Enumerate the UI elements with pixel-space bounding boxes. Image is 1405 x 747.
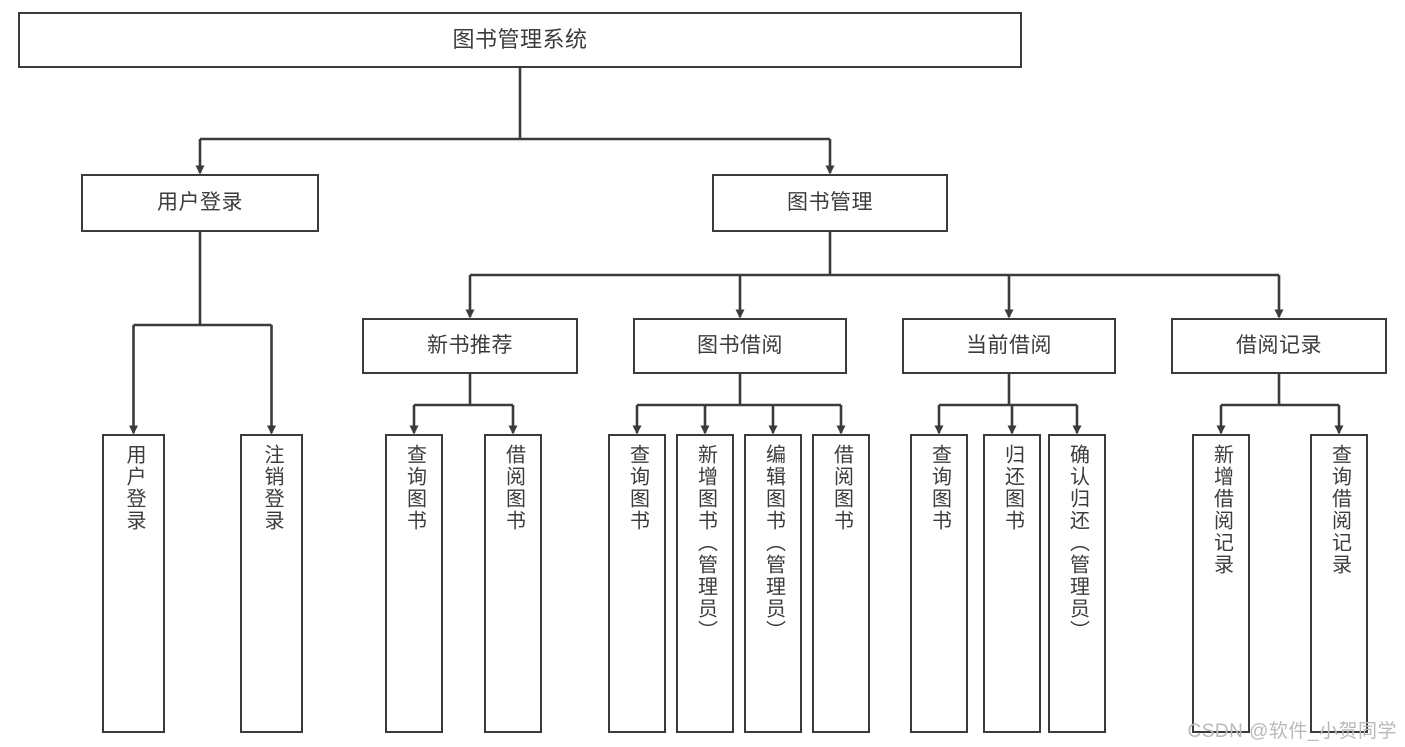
node-leaf-query-book-1[interactable]: 查询图书	[385, 434, 443, 733]
node-label: 查询图书	[626, 444, 649, 532]
node-label: 图书管理	[787, 190, 873, 214]
node-current-borrow[interactable]: 当前借阅	[902, 318, 1116, 374]
node-root[interactable]: 图书管理系统	[18, 12, 1022, 68]
node-leaf-borrow-book-1[interactable]: 借阅图书	[484, 434, 542, 733]
node-user-login[interactable]: 用户登录	[81, 174, 319, 232]
node-leaf-add-book[interactable]: 新增图书（管理员）	[676, 434, 734, 733]
node-leaf-add-record[interactable]: 新增借阅记录	[1192, 434, 1250, 733]
connector-lines	[129, 68, 1344, 435]
node-label: 注销登录	[261, 444, 283, 532]
node-leaf-borrow-book-2[interactable]: 借阅图书	[812, 434, 870, 733]
node-leaf-query-book-2[interactable]: 查询图书	[608, 434, 666, 733]
node-book-manage[interactable]: 图书管理	[712, 174, 948, 232]
node-label: 确认归还（管理员）	[1066, 444, 1089, 642]
node-leaf-confirm-return[interactable]: 确认归还（管理员）	[1048, 434, 1106, 733]
node-book-borrow[interactable]: 图书借阅	[633, 318, 847, 374]
node-leaf-edit-book[interactable]: 编辑图书（管理员）	[744, 434, 802, 733]
node-label: 图书借阅	[697, 333, 783, 357]
node-label: 借阅图书	[502, 444, 525, 532]
node-label: 归还图书	[1001, 444, 1024, 532]
node-label: 借阅记录	[1236, 333, 1322, 357]
node-leaf-user-logout[interactable]: 注销登录	[240, 434, 303, 733]
node-label: 新增图书（管理员）	[694, 444, 717, 642]
node-leaf-query-record[interactable]: 查询借阅记录	[1310, 434, 1368, 733]
node-label: 图书管理系统	[452, 27, 588, 53]
node-label: 新书推荐	[427, 333, 513, 357]
node-label: 用户登录	[157, 190, 243, 214]
node-label: 新增借阅记录	[1210, 444, 1233, 576]
node-new-book-rec[interactable]: 新书推荐	[362, 318, 578, 374]
node-leaf-query-book-3[interactable]: 查询图书	[910, 434, 968, 733]
node-leaf-user-login[interactable]: 用户登录	[102, 434, 165, 733]
node-label: 查询图书	[403, 444, 426, 532]
node-leaf-return-book[interactable]: 归还图书	[983, 434, 1041, 733]
node-label: 查询图书	[928, 444, 951, 532]
node-label: 借阅图书	[830, 444, 853, 532]
node-label: 当前借阅	[966, 333, 1052, 357]
node-borrow-record[interactable]: 借阅记录	[1171, 318, 1387, 374]
node-label: 编辑图书（管理员）	[762, 444, 785, 642]
node-label: 查询借阅记录	[1328, 444, 1351, 576]
node-label: 用户登录	[123, 444, 145, 532]
